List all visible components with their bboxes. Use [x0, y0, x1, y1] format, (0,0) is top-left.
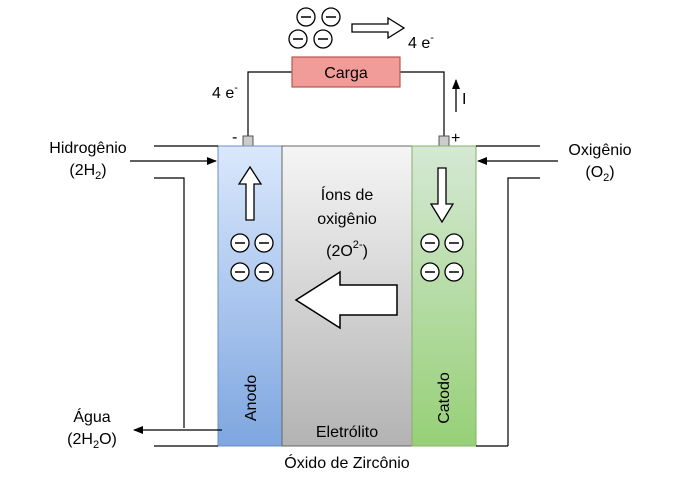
electron-count-top: 4 e- [408, 32, 434, 52]
positive-terminal [438, 135, 450, 147]
ion-flow-arrow-left [294, 270, 398, 330]
oxygen-label: Oxigênio [568, 142, 631, 159]
anode-label: Anodo [243, 375, 260, 421]
positive-terminal-label: + [451, 130, 460, 147]
electrolyte-material: Óxido de Zircônio [284, 453, 409, 472]
oxygen-formula: (O2) [585, 164, 614, 184]
electron-count-left: 4 e- [212, 82, 238, 102]
anode-electron-arrow-up [237, 165, 263, 221]
current-label: I [462, 91, 466, 108]
water-formula: (2H2O) [67, 431, 117, 451]
ions-formula: (2O2-) [326, 239, 368, 260]
gas-channels [154, 145, 540, 447]
negative-terminal-label: - [232, 129, 237, 146]
circuit-wire [247, 71, 445, 136]
hydrogen-formula: (2H2) [69, 162, 106, 182]
electron-group-top [288, 7, 341, 49]
electrolyte-label: Eletrólito [316, 424, 378, 441]
ions-label-line2: oxigênio [317, 211, 377, 228]
cathode-electron-arrow-down [429, 167, 455, 224]
water-label: Água [73, 407, 110, 426]
hydrogen-label: Hidrogênio [49, 140, 126, 157]
ions-label-line1: Íons de [321, 185, 374, 204]
cathode-label: Catodo [436, 372, 453, 424]
negative-terminal [242, 135, 254, 147]
load-box [291, 56, 401, 88]
load-label: Carga [324, 65, 368, 82]
electron-flow-arrow-right [351, 16, 406, 40]
